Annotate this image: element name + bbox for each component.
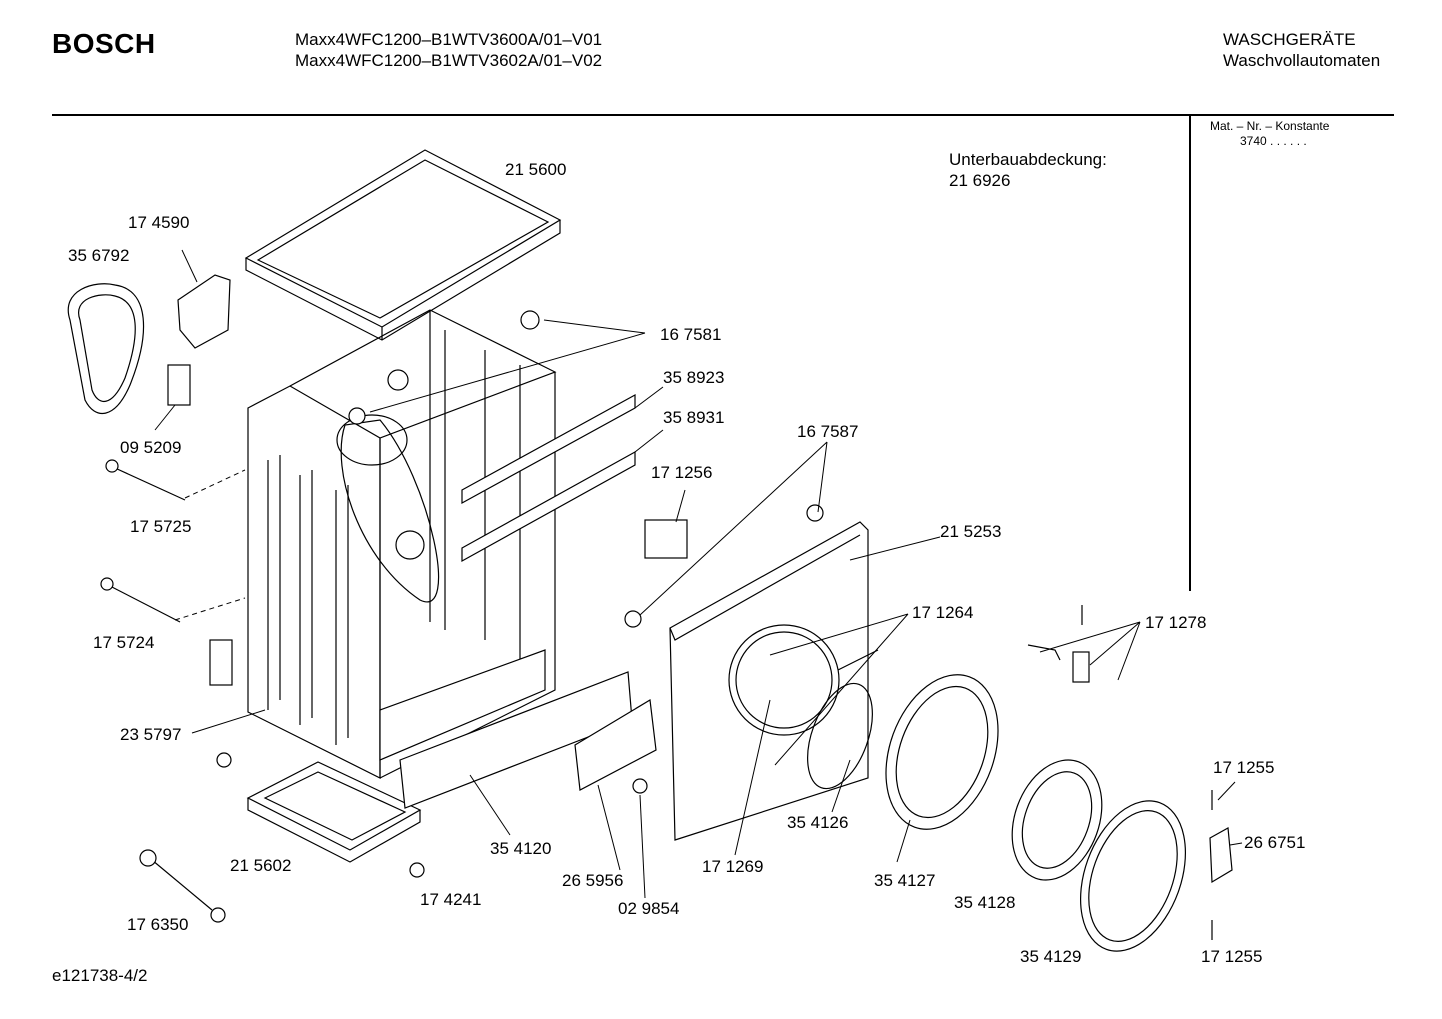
leader-lines <box>154 249 1243 899</box>
part-label: 35 4127 <box>874 871 935 890</box>
mounting-rails <box>461 393 636 563</box>
base-plate <box>246 761 422 863</box>
service-flap <box>574 699 657 791</box>
plinth-panel <box>379 649 633 809</box>
part-label: 35 4126 <box>787 813 848 832</box>
category-subtitle: Waschvollautomaten <box>1223 51 1381 70</box>
part-label: 21 5253 <box>940 522 1001 541</box>
front-panel <box>669 521 869 841</box>
part-label: 17 1264 <box>912 603 973 622</box>
part-label: 35 4128 <box>954 893 1015 912</box>
door-seal <box>67 283 145 415</box>
small-parts <box>100 274 1233 940</box>
part-label: 35 4120 <box>490 839 551 858</box>
side-divider <box>1189 116 1191 591</box>
note-part: 21 6926 <box>949 171 1011 190</box>
worktop-lid <box>244 149 562 341</box>
category-title: WASCHGERÄTE <box>1223 30 1356 49</box>
part-label: 35 8923 <box>663 368 724 387</box>
part-label: 17 1256 <box>651 463 712 482</box>
part-label: 35 6792 <box>68 246 129 265</box>
part-label: 17 5724 <box>93 633 154 652</box>
part-label: 35 8931 <box>663 408 724 427</box>
part-label: 16 7581 <box>660 325 721 344</box>
document-id: e121738-4/2 <box>52 966 148 985</box>
material-value: 3740 . . . . . . <box>1240 134 1307 148</box>
model-line-2: Maxx4WFC1200–B1WTV3602A/01–V02 <box>295 51 603 70</box>
part-label: 17 1278 <box>1145 613 1206 632</box>
part-label: 26 6751 <box>1244 833 1305 852</box>
part-label: 35 4129 <box>1020 947 1081 966</box>
door-assembly <box>807 674 1187 952</box>
model-line-1: Maxx4WFC1200–B1WTV3600A/01–V01 <box>295 30 603 49</box>
part-label: 21 5600 <box>505 160 566 179</box>
note-label: Unterbauabdeckung: <box>949 150 1107 169</box>
part-label: 17 1255 <box>1213 758 1274 777</box>
part-label: 17 1269 <box>702 857 763 876</box>
part-label: 17 1255 <box>1201 947 1262 966</box>
part-label: 26 5956 <box>562 871 623 890</box>
part-label: 17 5725 <box>130 517 191 536</box>
part-label: 09 5209 <box>120 438 181 457</box>
brand-logo: BOSCH <box>52 28 156 59</box>
header-divider <box>52 114 1394 116</box>
part-label: 23 5797 <box>120 725 181 744</box>
part-label: 17 4241 <box>420 890 481 909</box>
material-label: Mat. – Nr. – Konstante <box>1210 119 1330 133</box>
part-label: 16 7587 <box>797 422 858 441</box>
part-labels: 21 5600 17 4590 35 6792 16 7581 35 8923 … <box>68 160 1305 966</box>
part-label: 17 4590 <box>128 213 189 232</box>
part-label: 17 6350 <box>127 915 188 934</box>
part-label: 02 9854 <box>618 899 679 918</box>
part-label: 21 5602 <box>230 856 291 875</box>
cabinet-body <box>247 309 557 779</box>
